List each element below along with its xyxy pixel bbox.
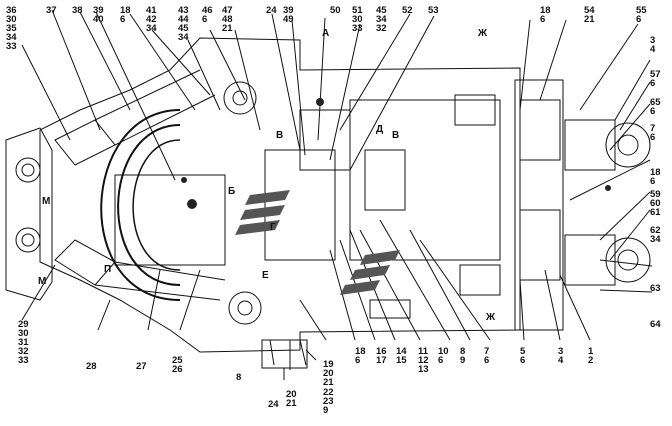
callout-18-6-right: 18 6 [650,167,661,187]
callout-57-6: 57 6 [650,69,661,89]
callout-41-42-34: 41 42 34 [146,5,157,34]
callout-22-23-9: 22 23 9 [323,387,334,416]
callout-25-26: 25 26 [172,355,183,375]
section-letter-m-lower: М [38,276,47,287]
right-plate [514,79,564,331]
callout-64: 64 [650,319,661,330]
callout-19-20-21: 19 20 21 [323,359,334,388]
callout-24-top: 24 [266,5,277,16]
left-pin-upper [15,157,41,183]
callout-52: 52 [402,5,413,16]
section-letter-b: Б [228,186,236,197]
callout-28: 28 [86,361,97,372]
left-bracket [5,127,53,301]
callout-39-49: 39 49 [283,5,294,25]
section-letter-zh-top: Ж [478,28,488,39]
upper-pivot [223,81,257,115]
section-letter-m-upper: М [42,196,51,207]
frame-outline [39,37,521,353]
lower-cylinder [54,239,116,286]
section-letter-v-left: В [276,130,284,141]
callout-38: 38 [72,5,83,16]
hatched-areas [235,190,400,295]
callout-65-6: 65 6 [650,97,661,117]
section-letter-e: Е [262,270,269,281]
callout-55-6: 55 6 [636,5,647,25]
callout-36-30-35-34-33: 36 30 35 34 33 [6,5,17,52]
callout-39-40: 39 40 [93,5,104,25]
lower-pivot [228,291,262,325]
callout-18-6-bottom: 18 6 [355,346,366,366]
callout-20-21: 20 21 [286,389,297,409]
center-block [114,174,226,266]
callout-11-12-13: 11 12 13 [418,346,429,375]
callout-5-6: 5 6 [520,346,526,366]
callout-29-30-31-32-33: 29 30 31 32 33 [18,319,29,366]
upper-cylinder [54,119,116,166]
callout-63: 63 [650,283,661,294]
callout-46-6: 46 6 [202,5,213,25]
callout-43-44-45-34: 43 44 45 34 [178,5,189,43]
callout-54-21: 54 21 [584,5,595,25]
left-pin-lower [15,227,41,253]
callout-7-6-right: 7 6 [650,123,656,143]
callout-45-34-32: 45 34 32 [376,5,387,34]
callout-18-6-upper-right: 18 6 [540,5,551,25]
upper-motor [564,119,616,171]
callout-1-2: 1 2 [588,346,594,366]
hose-loop-outer [100,109,181,301]
callout-27: 27 [136,361,147,372]
section-letter-a: А [322,28,330,39]
section-letter-p: П [104,264,112,275]
callout-37: 37 [46,5,57,16]
main-tank [349,99,501,261]
callout-18-6-top: 18 6 [120,5,131,25]
section-letter-zh-bottom: Ж [486,312,496,323]
callout-47-48-21: 47 48 21 [222,5,233,34]
lower-motor [564,234,616,286]
section-letter-v-right: В [392,130,400,141]
callout-10-6: 10 6 [438,346,449,366]
callout-3-4-bottom: 3 4 [558,346,564,366]
callout-50: 50 [330,5,341,16]
callout-24-bottom: 24 [268,399,279,410]
section-letter-d: Д [376,124,384,135]
callout-59-60-61: 59 60 61 [650,189,661,218]
fitting-b [187,199,197,209]
hose-loop-inner [117,124,181,286]
callout-62-34: 62 34 [650,225,661,245]
callout-51-30-33: 51 30 33 [352,5,363,34]
callout-7-6-bottom: 7 6 [484,346,490,366]
callout-14-15: 14 15 [396,346,407,366]
callout-3-4-top: 3 4 [650,35,656,55]
callout-53: 53 [428,5,439,16]
callout-16-17: 16 17 [376,346,387,366]
callout-8-9: 8 9 [460,346,466,366]
section-letter-g: Г [270,222,276,233]
callout-8-bottom: 8 [236,372,242,383]
